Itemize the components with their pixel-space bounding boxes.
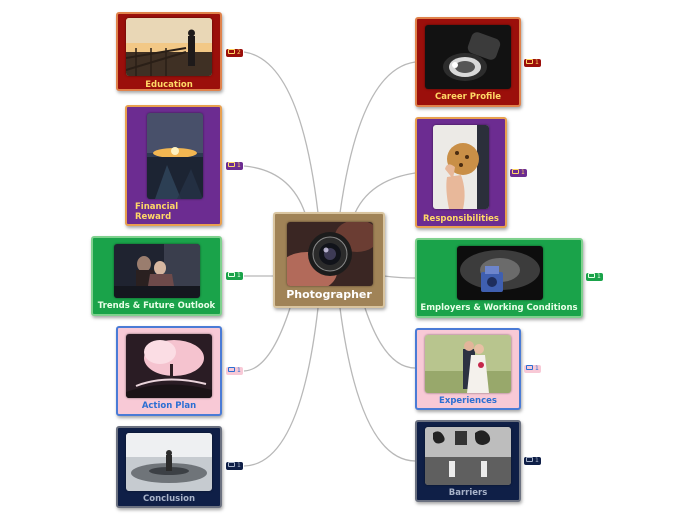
photo-woman-water-icon [126,433,212,491]
comment-icon [228,366,235,373]
topic-label: Employers & Working Conditions [420,303,578,313]
topic-barriers[interactable]: Barriers [415,420,521,502]
topic-responsibilities[interactable]: Responsibilities [415,117,507,228]
connector-action-plan [243,307,291,372]
topic-label: Responsibilities [423,214,499,224]
comment-count-badge[interactable]: 1 [524,456,541,465]
connector-education [243,51,319,214]
photo-pink-tree-icon [126,334,212,398]
topic-conclusion[interactable]: Conclusion [116,426,222,508]
photo-cookie-hand-icon [433,125,489,209]
topic-label: Financial Reward [135,202,179,222]
comment-count-badge[interactable]: 1 [226,366,243,375]
connector-conclusion [243,307,319,467]
connector-financial-reward [243,165,306,214]
connector-experiences [364,307,416,369]
topic-career-profile[interactable]: Career Profile [415,17,521,107]
comment-count-badge[interactable]: 1 [226,161,243,170]
topic-label: Career Profile [434,92,502,102]
topic-experiences[interactable]: Experiences [415,328,521,410]
topic-education[interactable]: Education [116,12,222,91]
photo-blue-camera-icon [457,246,543,300]
connector-barriers [339,307,416,462]
comment-count-badge[interactable]: 1 [226,271,243,280]
comment-count-badge[interactable]: 1 [226,461,243,470]
comment-icon [228,161,235,168]
topic-label: Trends & Future Outlook [97,301,216,311]
topic-action-plan[interactable]: Action Plan [116,326,222,416]
photo-graffiti-wall-icon [425,427,511,485]
comment-count-badge[interactable]: 2 [226,48,243,57]
comment-count-badge[interactable]: 1 [510,168,527,177]
comment-count-badge[interactable]: 1 [586,272,603,281]
comment-count-badge[interactable]: 1 [524,58,541,67]
connector-employers-working-conditions [383,275,416,279]
comment-icon [512,168,519,175]
topic-financial-reward[interactable]: Financial Reward [125,105,222,226]
topic-label: Experiences [439,396,497,406]
topic-label: Conclusion [143,494,195,504]
comment-count-badge[interactable]: 1 [524,364,541,373]
photo-camera-lens-icon [425,25,511,89]
central-topic[interactable]: Photographer [273,212,385,308]
comment-icon [228,461,235,468]
topic-employers-working-conditions[interactable]: Employers & Working Conditions [415,238,583,318]
connector-career-profile [339,61,416,214]
topic-trends-future-outlook[interactable]: Trends & Future Outlook [91,236,222,316]
photo-pier-sunset-icon [126,18,212,76]
comment-icon [526,364,533,371]
photo-couple-indoor-icon [114,244,200,298]
connector-responsibilities [354,172,416,214]
photo-camera-lens-closeup-icon [287,222,373,286]
comment-icon [588,272,595,279]
topic-label: Barriers [448,488,488,498]
topic-label: Action Plan [141,401,197,411]
comment-icon [526,456,533,463]
topic-label: Education [145,80,193,90]
central-topic-title: Photographer [286,288,372,301]
photo-wedding-couple-icon [425,335,511,393]
comment-icon [526,58,533,65]
comment-icon [228,271,235,278]
photo-sunset-lake-icon [147,113,203,199]
comment-icon [228,48,235,55]
